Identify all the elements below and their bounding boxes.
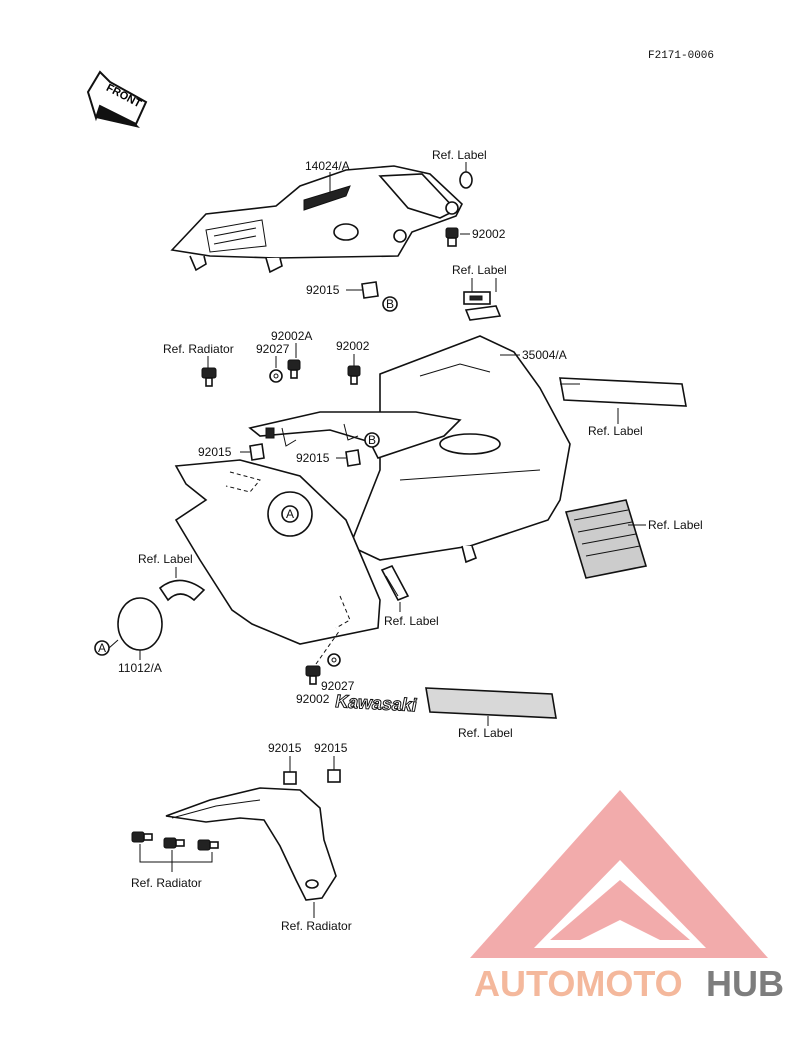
ref-label-stack-stickers [463,291,502,321]
bolt-92002-upper [347,365,361,385]
top-cover-14024 [170,165,463,274]
nut-92015-lower-2 [327,769,341,783]
label-92002-lower: 92002 [296,692,330,706]
label-92015-top: 92015 [306,283,340,297]
label-35004: 35004/A [522,348,567,362]
nut-92015-left [249,443,265,461]
automotohub-watermark [470,790,768,958]
mounting-bracket [248,411,462,459]
label-92002-upper: 92002 [336,339,370,353]
watermark-text-hub: HUB [706,963,784,1004]
label-92002-top: 92002 [472,227,506,241]
bolt-92002-lower [305,665,321,685]
washer-92027-lower [327,653,341,667]
label-92027-upper: 92027 [256,342,290,356]
bolt-ref-radiator-upper [201,367,217,387]
watermark-text-automoto: AUTOMOTO [474,963,683,1004]
side-cover-35004 [348,335,571,564]
ref-label-right-strip [559,377,687,407]
svg-text:A: A [98,641,106,655]
label-92015-center: 92015 [296,451,330,465]
label-ref-label-grille: Ref. Label [648,518,703,532]
marker-b-center [364,432,380,448]
label-ref-radiator-lower-right: Ref. Radiator [281,919,352,933]
label-92015-left: 92015 [198,445,232,459]
ref-label-round-sticker [459,171,473,189]
label-92002a: 92002A [271,329,312,343]
nut-92015-lower-1 [283,771,297,785]
diagram-code: F2171-0006 [648,50,714,62]
fairing-side-panel [174,459,381,645]
cap-11012 [117,597,163,651]
marker-b-top [382,296,398,312]
label-ref-label-clip: Ref. Label [384,614,439,628]
label-ref-label-right-strip: Ref. Label [588,424,643,438]
ref-label-arc-sticker [158,579,206,602]
svg-text:B: B [386,297,394,311]
nut-92015-center [345,449,361,467]
nut-92015-top [361,281,379,299]
marker-a-panel: A [286,507,294,521]
label-ref-label-cap: Ref. Label [138,552,193,566]
bolt-92002-top [445,227,459,247]
svg-text:B: B [368,433,376,447]
label-11012: 11012/A [118,661,162,675]
label-ref-label-stack: Ref. Label [452,263,507,277]
front-arrow-icon: FRONT [86,70,148,128]
label-14024: 14024/A [305,159,350,173]
kawasaki-emblem-text: Kawasaki [334,691,419,715]
label-92027-lower: 92027 [321,679,355,693]
label-92015-lower-2: 92015 [314,741,348,755]
ref-label-clip [380,564,410,602]
label-ref-radiator-lower-left: Ref. Radiator [131,876,202,890]
label-ref-label-top: Ref. Label [432,148,487,162]
washer-92027-upper [269,369,283,383]
lower-duct-bracket [165,787,337,901]
label-ref-label-emblem: Ref. Label [458,726,513,740]
ref-label-grille [564,499,648,579]
label-92015-lower-1: 92015 [268,741,302,755]
bolt-92002a [287,359,301,379]
bolts-ref-radiator-lower [131,831,219,851]
kawasaki-emblem: Kawasaki [333,687,557,719]
label-ref-radiator-upper: Ref. Radiator [163,342,234,356]
